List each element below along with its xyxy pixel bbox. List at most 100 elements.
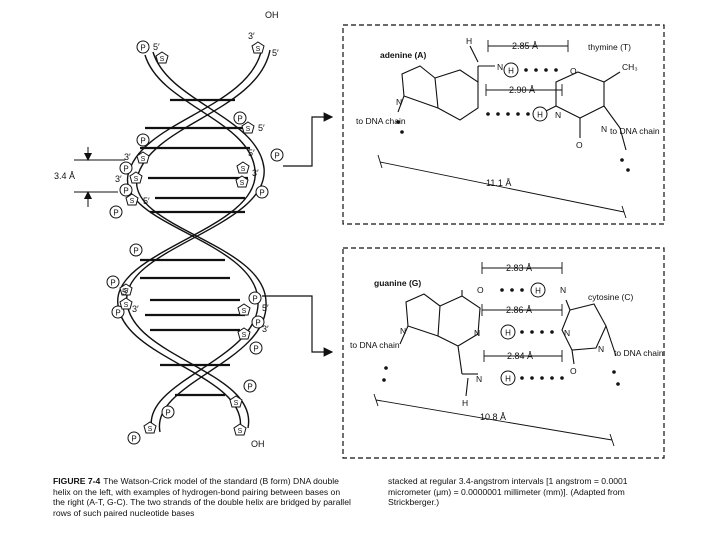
n-label: N bbox=[555, 110, 561, 120]
svg-text:P: P bbox=[259, 189, 264, 198]
svg-text:P: P bbox=[113, 209, 118, 218]
svg-text:P: P bbox=[252, 295, 257, 304]
n-label: N bbox=[598, 344, 604, 354]
svg-text:P: P bbox=[140, 44, 145, 53]
svg-text:S: S bbox=[240, 180, 245, 187]
phosphate-circle: P bbox=[244, 380, 256, 392]
strand-end-label: 3′ bbox=[262, 324, 269, 334]
phosphate-circle: P bbox=[137, 41, 149, 53]
h-bond-h: H bbox=[508, 67, 514, 76]
distance-label: 2.90 Å bbox=[509, 85, 535, 95]
helix-strand-b-edge bbox=[127, 52, 264, 428]
phosphate-circle: P bbox=[120, 162, 132, 174]
gc-labels: guanine (G) cytosine (C) O O N N N N N N… bbox=[350, 278, 664, 408]
distance-label: 2.85 Å bbox=[512, 41, 538, 51]
strand-end-label: 5′ bbox=[262, 303, 269, 313]
phosphate-circle: P bbox=[110, 206, 122, 218]
strand-end-label: 3′ bbox=[248, 31, 255, 41]
strand-end-label: 5′ bbox=[143, 196, 150, 206]
phosphate-circle: P bbox=[271, 149, 283, 161]
arrow-to-gc-box bbox=[262, 296, 332, 352]
guanine-five-ring bbox=[406, 294, 440, 336]
at-pair-diagram bbox=[398, 46, 626, 150]
svg-text:S: S bbox=[256, 46, 261, 53]
phosphate-circle: P bbox=[128, 432, 140, 444]
guanine-ring bbox=[438, 296, 480, 346]
sugar-pentagon: S bbox=[234, 424, 246, 435]
sugar-pentagon: S bbox=[230, 396, 242, 407]
chain-label-right: to DNA chain bbox=[610, 126, 660, 136]
oh-label-bottom: OH bbox=[251, 439, 265, 449]
sugar-pentagon: S bbox=[238, 304, 250, 315]
n-label: N bbox=[560, 285, 566, 295]
strand-end-label: 3′ bbox=[124, 152, 131, 162]
distance-label: 2.83 Å bbox=[506, 263, 532, 273]
phosphate-groups: P P P P P P P P P P P P P P P P P bbox=[107, 41, 283, 444]
svg-text:P: P bbox=[110, 279, 115, 288]
o-label: O bbox=[570, 366, 577, 376]
phosphate-circle: P bbox=[130, 244, 142, 256]
h-bond-h: H bbox=[505, 329, 511, 338]
svg-text:P: P bbox=[274, 152, 279, 161]
svg-text:S: S bbox=[130, 198, 135, 205]
phosphate-circle: P bbox=[162, 406, 174, 418]
svg-text:P: P bbox=[165, 409, 170, 418]
phosphate-circle: P bbox=[249, 292, 261, 304]
strand-end-label: 3′ bbox=[252, 168, 259, 178]
svg-text:P: P bbox=[247, 383, 252, 392]
svg-text:S: S bbox=[160, 56, 165, 63]
h-bond-h: H bbox=[537, 111, 543, 120]
at-hbonds: H H bbox=[396, 63, 630, 172]
sugar-pentagon: S bbox=[242, 122, 254, 133]
svg-text:S: S bbox=[238, 428, 243, 435]
sugar-pentagon: S bbox=[156, 52, 168, 63]
ch3-label: CH₃ bbox=[622, 62, 638, 72]
sugar-pentagon: S bbox=[144, 422, 156, 433]
adenine-five-ring bbox=[402, 66, 438, 108]
o-label: O bbox=[570, 66, 577, 76]
phosphate-circle: P bbox=[120, 184, 132, 196]
svg-text:S: S bbox=[134, 176, 139, 183]
cytosine-label: cytosine (C) bbox=[588, 292, 634, 302]
o-label: O bbox=[576, 140, 583, 150]
svg-text:P: P bbox=[115, 309, 120, 318]
sugar-pentagon: S bbox=[237, 162, 249, 173]
sugar-pentagon: S bbox=[120, 298, 132, 309]
h-label: H bbox=[462, 398, 468, 408]
phosphate-circle: P bbox=[234, 112, 246, 124]
arrow-to-at-box bbox=[283, 117, 332, 166]
thymine-ring bbox=[556, 72, 604, 118]
chain-label-left: to DNA chain bbox=[350, 340, 400, 350]
svg-text:P: P bbox=[133, 247, 138, 256]
svg-text:P: P bbox=[131, 435, 136, 444]
h-bond-h: H bbox=[505, 375, 511, 384]
strand-end-label: 5′ bbox=[248, 148, 255, 158]
rise-label: 3.4 Å bbox=[54, 171, 75, 181]
svg-text:P: P bbox=[123, 187, 128, 196]
oh-label-top: OH bbox=[265, 10, 279, 20]
svg-text:P: P bbox=[140, 137, 145, 146]
helix-strand-a-edge bbox=[137, 50, 270, 432]
n-label: N bbox=[474, 328, 480, 338]
strand-end-label: 5′ bbox=[122, 287, 129, 297]
n-label: N bbox=[497, 62, 503, 72]
svg-text:S: S bbox=[246, 126, 251, 133]
phosphate-circle: P bbox=[256, 186, 268, 198]
gc-distances: 2.83 Å 2.86 Å 2.84 Å 10.8 Å bbox=[374, 262, 614, 446]
h-bond-h: H bbox=[535, 287, 541, 296]
strand-end-label: 5′ bbox=[272, 48, 279, 58]
svg-text:S: S bbox=[234, 400, 239, 407]
adenine-ring bbox=[435, 70, 478, 120]
distance-label: 2.86 Å bbox=[506, 305, 532, 315]
svg-text:S: S bbox=[141, 156, 146, 163]
span-label: 11.1 Å bbox=[486, 178, 511, 188]
svg-text:S: S bbox=[148, 426, 153, 433]
strand-end-label: 5′ bbox=[153, 42, 160, 52]
caption-text-right: stacked at regular 3.4-angstrom interval… bbox=[388, 476, 628, 507]
n-label: N bbox=[564, 328, 570, 338]
distance-label: 2.84 Å bbox=[507, 351, 533, 361]
svg-text:P: P bbox=[123, 165, 128, 174]
svg-text:S: S bbox=[241, 166, 246, 173]
svg-text:S: S bbox=[242, 332, 247, 339]
